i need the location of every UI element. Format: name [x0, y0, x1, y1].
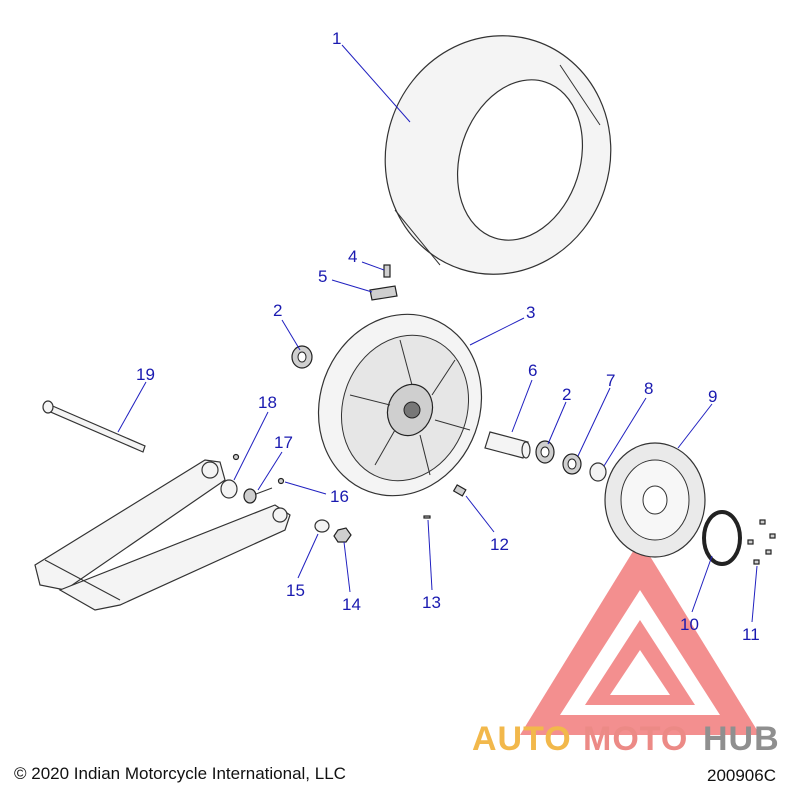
bolt-small-part [277, 477, 285, 485]
callout-9: 9 [708, 387, 717, 406]
callout-7: 7 [606, 371, 615, 390]
callout-4: 4 [348, 247, 357, 266]
callout-15: 15 [286, 581, 305, 600]
automotohub-watermark: AUTO MOTO HUB [472, 720, 780, 758]
callout-3: 3 [526, 303, 535, 322]
nut-part [333, 527, 352, 543]
callout-6: 6 [528, 361, 537, 380]
callout-2-left: 2 [273, 301, 282, 320]
callout-16: 16 [330, 487, 349, 506]
pin-part [423, 515, 431, 519]
watermark-moto: MOTO [583, 720, 688, 758]
balance-weight-part [369, 285, 398, 301]
callout-13: 13 [422, 593, 441, 612]
tire-part [384, 35, 612, 275]
brake-rotor-part [604, 442, 706, 558]
callout-11: 11 [742, 625, 760, 644]
bolt-long-part [243, 487, 273, 504]
callout-8: 8 [644, 379, 653, 398]
callout-5: 5 [318, 267, 327, 286]
callout-18: 18 [258, 393, 277, 412]
callout-14: 14 [342, 595, 361, 614]
spacer-part [589, 462, 607, 482]
automotohub-logo-icon [520, 540, 760, 735]
bushing-part [220, 453, 240, 499]
leader-lines [117, 44, 758, 623]
swingarm-part [34, 459, 291, 611]
callout-labels: 1 2 3 4 5 6 2 7 8 9 10 11 12 13 14 15 16… [136, 29, 760, 644]
valve-part [452, 484, 467, 497]
seal-part [562, 453, 582, 475]
rotor-bolts-part [747, 519, 776, 565]
valve-stem-part [383, 264, 391, 278]
axle-part [42, 400, 146, 453]
washer-part [314, 519, 330, 533]
watermark-auto: AUTO [472, 720, 572, 758]
diagram-code: 200906C [706, 766, 776, 785]
callout-10: 10 [680, 615, 699, 634]
callout-17: 17 [274, 433, 293, 452]
tone-ring-part [702, 510, 742, 566]
wheel-rim-part [317, 313, 483, 497]
watermark-hub: HUB [703, 720, 780, 758]
callout-1: 1 [332, 29, 341, 48]
callout-19: 19 [136, 365, 155, 384]
copyright-text: © 2020 Indian Motorcycle International, … [14, 764, 346, 783]
callout-12: 12 [490, 535, 509, 554]
bearing-left-part [291, 345, 313, 369]
bearing-right-part [535, 440, 555, 464]
callout-2-right: 2 [562, 385, 571, 404]
spacer-tube-part [484, 431, 531, 459]
